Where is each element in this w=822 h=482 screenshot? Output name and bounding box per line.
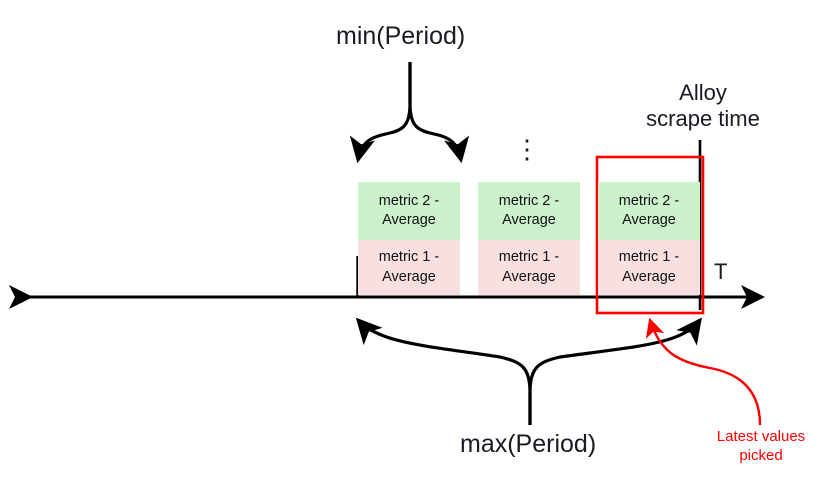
metric-2-cell: metric 2 - Average (358, 182, 460, 240)
max-period-brace (355, 317, 702, 425)
period-ellipsis: ⋮ (514, 134, 540, 164)
time-axis-label: T (714, 259, 728, 284)
max-period-label: max(Period) (460, 430, 597, 458)
latest-values-pointer (645, 317, 762, 426)
metric-2-cell: metric 2 - Average (598, 182, 700, 240)
period-box-1: metric 2 - Average metric 1 - Average (358, 182, 460, 295)
metric-1-cell: metric 1 - Average (598, 240, 700, 295)
period-box-2: metric 2 - Average metric 1 - Average (478, 182, 580, 295)
latest-values-picked-annotation: Latest values picked (716, 428, 806, 464)
alloy-scrape-time-label: Alloy scrape time (646, 80, 760, 131)
period-box-3-latest: metric 2 - Average metric 1 - Average (598, 182, 700, 295)
min-period-label: min(Period) (336, 22, 466, 50)
min-period-brace (349, 62, 470, 164)
metric-1-cell: metric 1 - Average (478, 240, 580, 295)
metric-1-cell: metric 1 - Average (358, 240, 460, 295)
metric-2-cell: metric 2 - Average (478, 182, 580, 240)
